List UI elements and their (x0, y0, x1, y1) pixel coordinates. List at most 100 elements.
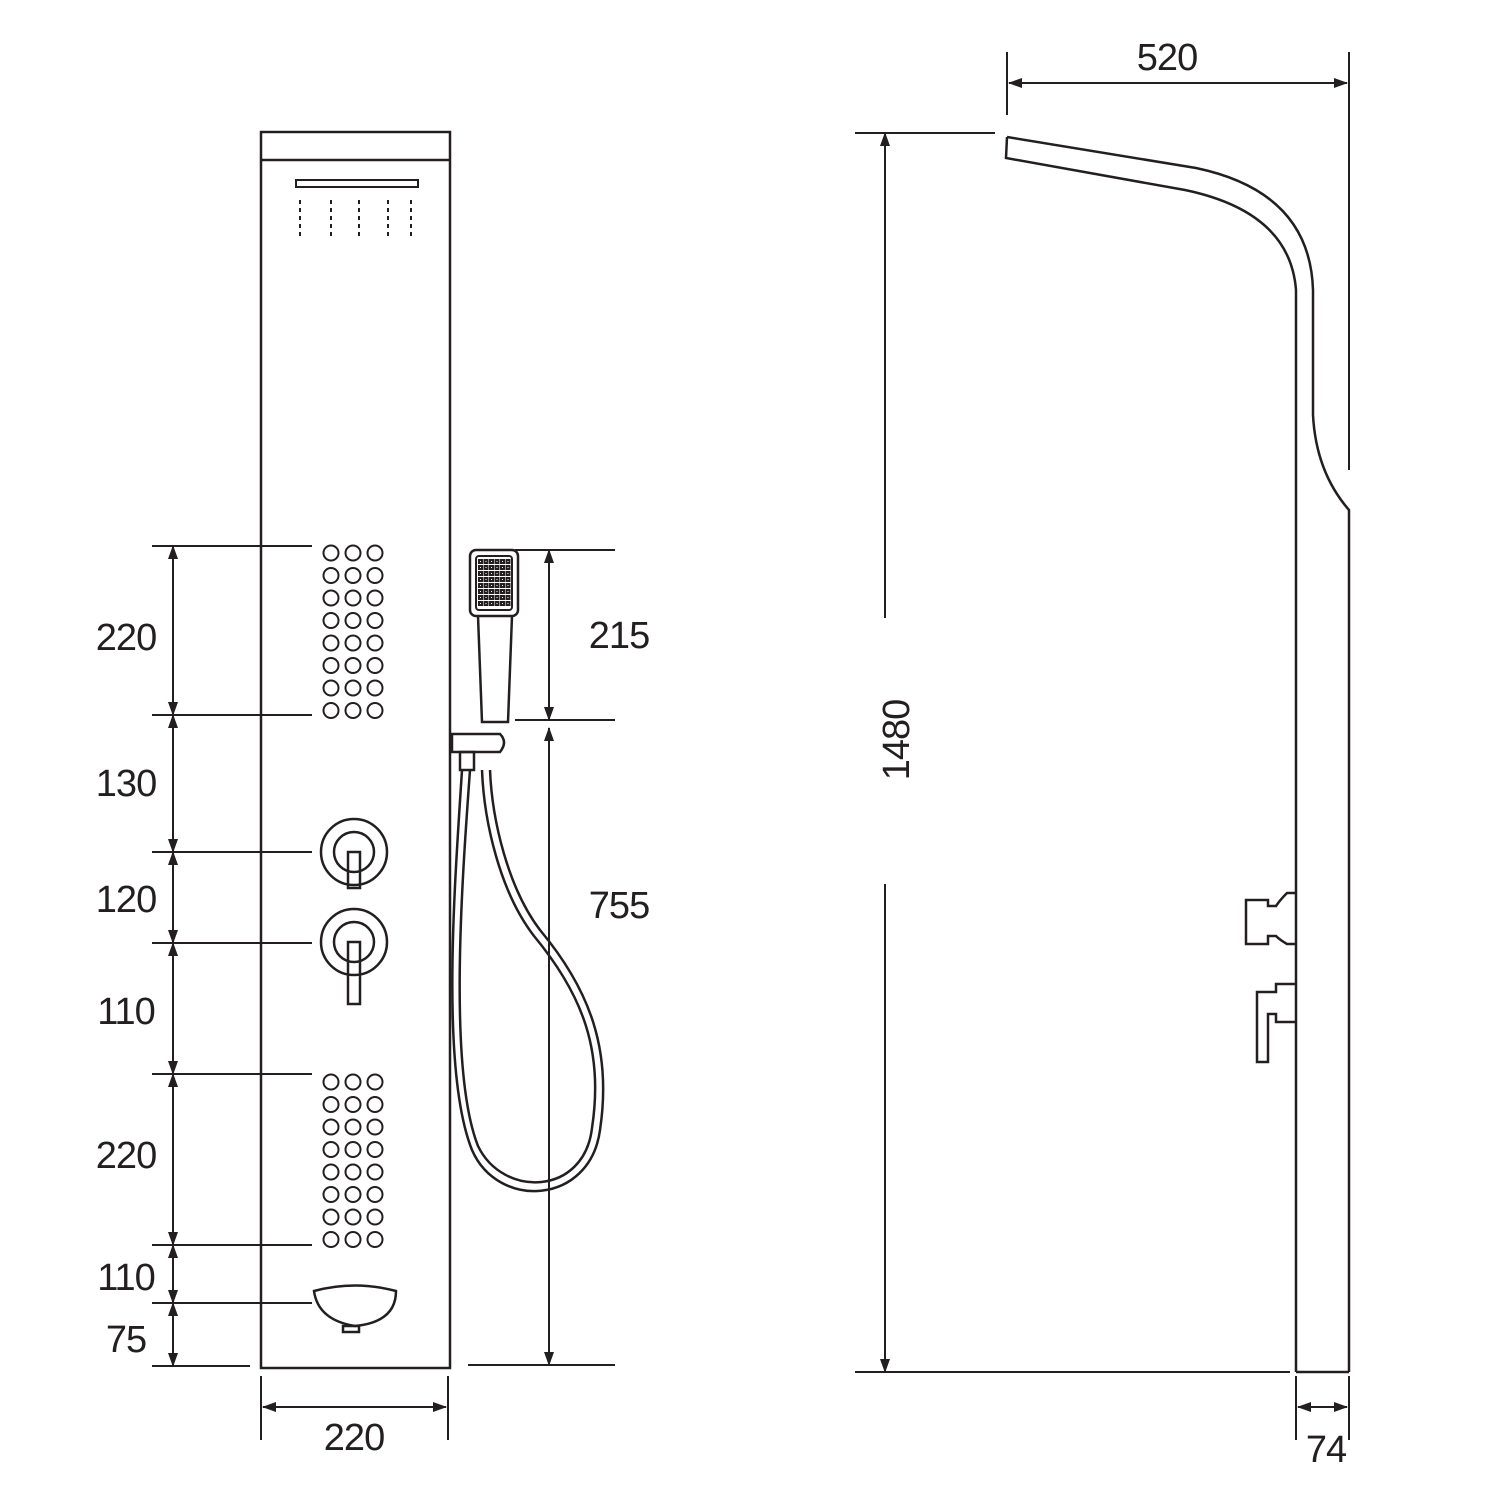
hand-shower-spray-face (478, 559, 511, 606)
spray-hole (478, 589, 483, 594)
spray-hole (489, 571, 494, 576)
side-height-dimension: 1480 (855, 132, 1290, 1373)
dim-lower-jets-label: 220 (96, 1135, 156, 1177)
body-jet-nozzle (366, 544, 384, 562)
body-jet-nozzle (366, 1118, 384, 1136)
dim-projection-label: 520 (1137, 37, 1197, 79)
shower-hose (451, 769, 605, 1193)
body-jet-nozzle (344, 634, 362, 652)
body-jet-nozzle (366, 1096, 384, 1113)
body-jet-nozzle (366, 679, 384, 697)
body-jet-nozzle (322, 1096, 340, 1113)
dim-total-height-label: 1480 (876, 700, 918, 781)
spray-hole (478, 571, 483, 576)
spray-hole (478, 601, 483, 606)
body-jet-nozzle (322, 1118, 340, 1136)
spray-hole (489, 583, 494, 588)
spray-hole (489, 589, 494, 594)
dim-gap-spout-label: 110 (97, 1257, 155, 1299)
spray-hole (483, 577, 489, 582)
dim-spout-height-label: 75 (106, 1319, 146, 1361)
spray-hole (489, 559, 494, 564)
spray-hole (483, 601, 489, 606)
body-jet-nozzle (344, 567, 362, 584)
side-panel-profile (1004, 135, 1351, 1374)
body-jet-nozzle (322, 679, 340, 697)
body-jet-nozzle (344, 1118, 362, 1136)
spray-hole (500, 571, 505, 576)
spray-hole (494, 589, 500, 594)
body-jet-nozzle (344, 589, 362, 607)
body-jet-nozzle (322, 634, 340, 652)
spray-hole (494, 571, 500, 576)
body-jet-nozzle (322, 544, 340, 562)
body-jet-nozzle (322, 589, 340, 607)
spray-hole (505, 601, 511, 606)
spray-hole (500, 565, 505, 570)
dim-panel-width-label: 220 (324, 1417, 384, 1459)
spray-hole (483, 583, 489, 588)
spray-hole (483, 589, 489, 594)
body-jet-nozzle (366, 1141, 384, 1158)
body-jet-nozzle (344, 1141, 362, 1158)
body-jet-nozzle (366, 634, 384, 652)
body-jet-nozzle (344, 544, 362, 562)
body-jet-nozzle (344, 1231, 362, 1248)
dim-holder-height-label: 755 (589, 885, 649, 927)
body-jet-nozzle (366, 612, 384, 629)
body-jet-nozzle (366, 589, 384, 607)
spray-hole (494, 559, 500, 564)
body-jet-nozzle (322, 1186, 340, 1203)
dim-upper-jets-label: 220 (96, 617, 156, 659)
spray-hole (489, 565, 494, 570)
spray-hole (500, 583, 505, 588)
body-jet-nozzle (322, 1231, 340, 1248)
body-jet-nozzle (344, 1163, 362, 1181)
panel-outline (259, 130, 452, 1370)
body-jet-nozzle (322, 612, 340, 629)
spray-hole (500, 595, 505, 600)
spray-hole (505, 589, 511, 594)
body-jet-nozzle (344, 1186, 362, 1203)
spray-hole (483, 571, 489, 576)
spray-hole (494, 577, 500, 582)
spray-hole (489, 595, 494, 600)
body-jet-nozzle (322, 657, 340, 674)
body-jet-nozzle (344, 1073, 362, 1091)
spray-hole (478, 595, 483, 600)
tub-spout (312, 1284, 398, 1334)
front-left-dimension-chain: 220 130 120 110 220 110 75 (96, 545, 312, 1367)
body-jet-nozzle (344, 702, 362, 719)
spray-hole (500, 559, 505, 564)
body-jet-nozzle (344, 1208, 362, 1226)
spray-hole (505, 577, 511, 582)
spray-hole (500, 577, 505, 582)
body-jet-nozzle (366, 567, 384, 584)
side-valve-lower (1255, 982, 1296, 1064)
body-jet-nozzle (366, 1163, 384, 1181)
spray-hole (494, 601, 500, 606)
spray-hole (494, 565, 500, 570)
spray-hole (505, 559, 511, 564)
body-jet-nozzle (344, 657, 362, 674)
dim-gap-lower-jets-label: 110 (97, 991, 155, 1033)
lower-body-jets (322, 1073, 384, 1248)
top-nozzles (299, 200, 412, 236)
body-jet-nozzle (366, 702, 384, 719)
dim-hand-shower-label: 215 (589, 615, 649, 657)
body-jet-nozzle (322, 702, 340, 719)
spray-hole (505, 595, 511, 600)
body-jet-nozzle (344, 612, 362, 629)
front-right-dimension-chain: 215 755 (468, 549, 650, 1366)
body-jet-nozzle (366, 657, 384, 674)
valve-upper (319, 817, 389, 890)
hand-shower (468, 548, 520, 724)
spray-hole (489, 601, 494, 606)
spray-hole (505, 571, 511, 576)
body-jet-nozzle (344, 679, 362, 697)
valve-lower (319, 907, 389, 1006)
body-jet-nozzle (322, 1073, 340, 1091)
body-jet-nozzle (322, 1163, 340, 1181)
spray-hole (500, 589, 505, 594)
